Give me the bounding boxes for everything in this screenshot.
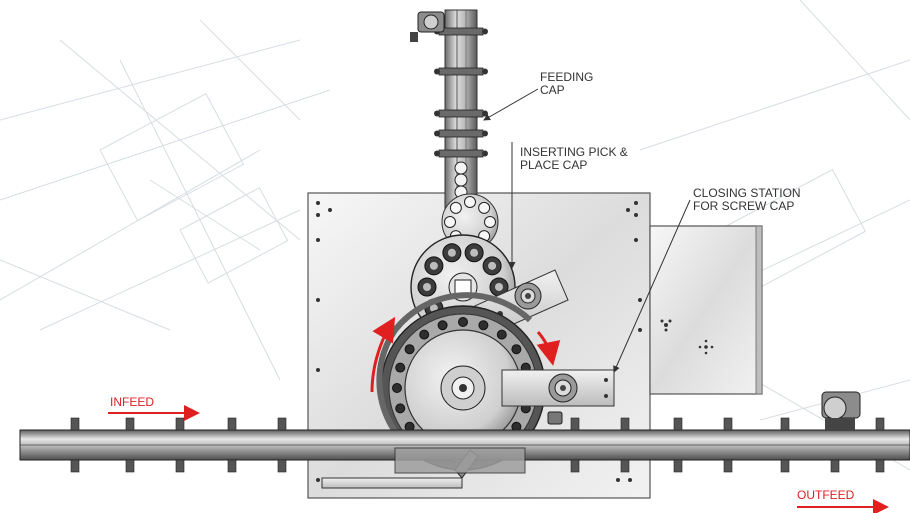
flow-arrow-left xyxy=(370,316,396,393)
closing-station-arm xyxy=(501,369,615,425)
feeding-cap-leader xyxy=(483,88,539,121)
flow-arrow-right xyxy=(536,331,561,366)
inserting-cap-label: INSERTING PICK & PLACE CAP xyxy=(520,145,631,172)
conveyor-feet xyxy=(70,417,885,473)
exit-chute xyxy=(321,447,526,489)
chute-clamps xyxy=(434,27,488,158)
chute-sensor xyxy=(410,11,445,42)
infeed-label: INFEED xyxy=(110,395,154,409)
star-wheel-guide-rail xyxy=(376,292,533,453)
main-star-wheel xyxy=(380,305,546,471)
conveyor-motor xyxy=(821,391,861,430)
closing-station-leader xyxy=(613,199,691,373)
blueprint-background xyxy=(0,0,910,471)
feeding-cap-label: FEEDING CAP xyxy=(540,70,597,97)
side-panel-holes xyxy=(660,319,714,355)
side-panel xyxy=(649,225,763,395)
side-panel-edge xyxy=(755,225,763,395)
outfeed-label: OUTFEED xyxy=(797,488,855,502)
closing-station-label: CLOSING STATION FOR SCREW CAP xyxy=(693,186,804,213)
feeding-chute xyxy=(434,9,488,211)
